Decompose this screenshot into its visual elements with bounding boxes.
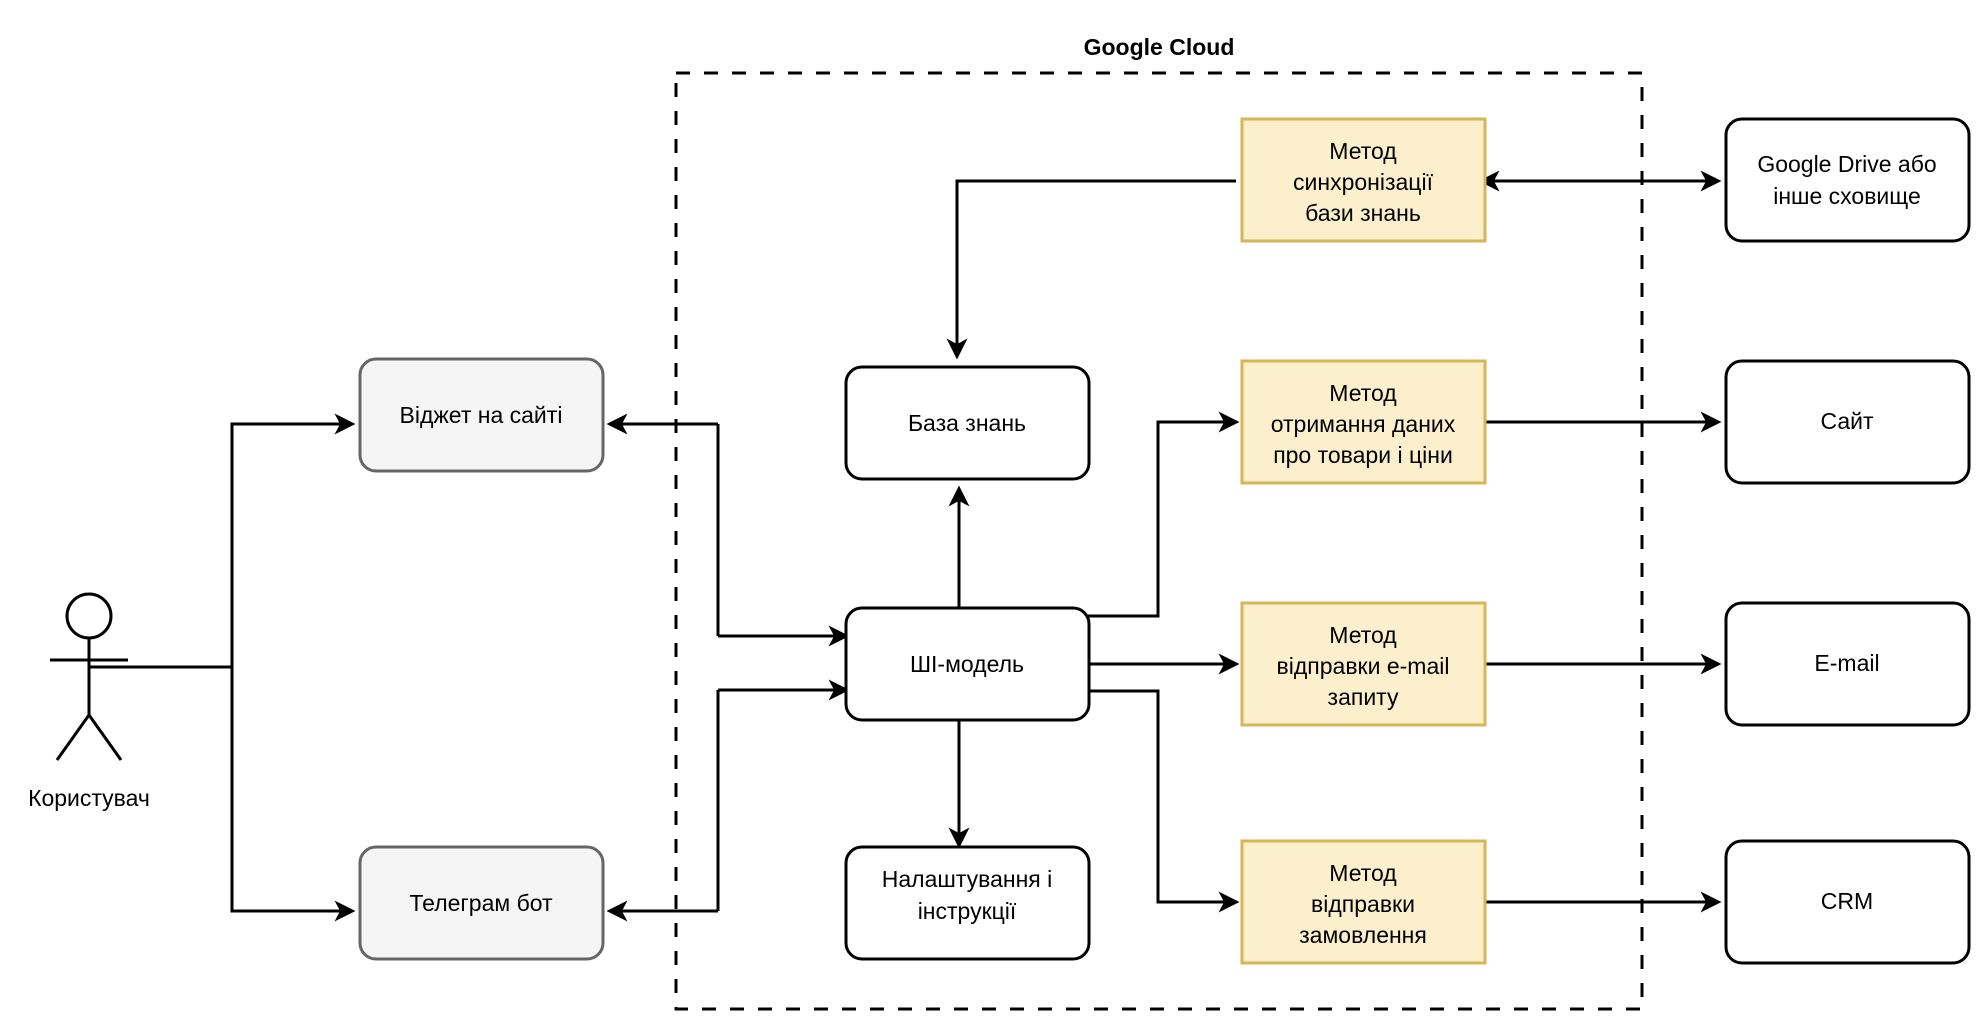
node-sync-method-label-line2: синхронізації <box>1293 169 1434 195</box>
node-sync-method-shape <box>1240 117 1487 243</box>
node-settings-label-line2: інструкції <box>918 898 1017 924</box>
node-sync-method-label-line3: бази знань <box>1305 200 1421 226</box>
edge-sync-to-knowledge-base <box>946 179 1236 360</box>
node-knowledge-base[interactable]: База знань <box>844 365 1091 481</box>
google-cloud-title: Google Cloud <box>1084 34 1235 60</box>
actor-user[interactable]: Користувач <box>28 592 150 811</box>
edge-ai-to-products-method <box>1072 411 1240 618</box>
node-email[interactable]: E-mail <box>1724 601 1971 727</box>
node-crm-label: CRM <box>1821 888 1873 914</box>
node-products-method-shape <box>1240 359 1487 485</box>
node-products-method-label-line2: отримання даних <box>1271 411 1456 437</box>
node-sync-method[interactable]: Метод синхронізації бази знань <box>1240 117 1487 243</box>
node-ai-model-label: ШІ-модель <box>910 651 1024 677</box>
edge-actor-to-telegram <box>230 667 356 922</box>
node-knowledge-base-label: База знань <box>908 410 1026 436</box>
node-site-label: Сайт <box>1820 408 1874 434</box>
node-email-method[interactable]: Метод відправки e-mail запиту <box>1240 601 1487 727</box>
stick-figure-head-icon <box>65 592 113 640</box>
node-knowledge-base-shape <box>844 365 1091 481</box>
node-ai-model-shape <box>844 606 1091 722</box>
google-cloud-boundary <box>674 71 1644 1011</box>
node-sync-method-label-line1: Метод <box>1329 138 1397 164</box>
node-site-shape <box>1724 359 1971 485</box>
node-settings-shape <box>844 845 1091 961</box>
node-crm-shape <box>1724 839 1971 965</box>
node-email-method-shape <box>1240 601 1487 727</box>
node-email-shape <box>1724 601 1971 727</box>
edge-ai-to-order-method <box>1072 689 1240 913</box>
node-widget[interactable]: Віджет на сайті <box>358 357 605 473</box>
node-telegram-shape <box>358 845 605 961</box>
node-storage-shape <box>1724 117 1971 243</box>
node-settings[interactable]: Налаштування і інструкції <box>844 845 1091 961</box>
node-storage[interactable]: Google Drive або інше сховище <box>1724 117 1971 243</box>
node-widget-label: Віджет на сайті <box>400 402 563 428</box>
node-email-method-label-line1: Метод <box>1329 622 1397 648</box>
node-email-method-label-line3: запиту <box>1328 684 1399 710</box>
node-settings-label-line1: Налаштування і <box>882 866 1052 892</box>
node-order-method[interactable]: Метод відправки замовлення <box>1240 839 1487 965</box>
node-site[interactable]: Сайт <box>1724 359 1971 485</box>
node-order-method-label-line1: Метод <box>1329 860 1397 886</box>
stick-figure-legs-icon <box>55 714 123 761</box>
node-telegram-label: Телеграм бот <box>409 890 553 916</box>
edge-actor-to-widget <box>230 413 356 667</box>
node-order-method-label-line3: замовлення <box>1299 922 1427 948</box>
node-email-method-label-line2: відправки e-mail <box>1277 653 1450 679</box>
node-crm[interactable]: CRM <box>1724 839 1971 965</box>
node-order-method-shape <box>1240 839 1487 965</box>
node-widget-shape <box>358 357 605 473</box>
node-telegram[interactable]: Телеграм бот <box>358 845 605 961</box>
actor-user-label: Користувач <box>28 785 150 811</box>
node-products-method-label-line3: про товари і ціни <box>1273 442 1453 468</box>
node-email-label: E-mail <box>1814 650 1879 676</box>
node-products-method-label-line1: Метод <box>1329 380 1397 406</box>
node-order-method-label-line2: відправки <box>1311 891 1415 917</box>
node-storage-label-line2: інше сховище <box>1773 183 1921 209</box>
node-ai-model[interactable]: ШІ-модель <box>844 606 1091 722</box>
node-products-method[interactable]: Метод отримання даних про товари і ціни <box>1240 359 1487 485</box>
node-storage-label-line1: Google Drive або <box>1757 151 1936 177</box>
